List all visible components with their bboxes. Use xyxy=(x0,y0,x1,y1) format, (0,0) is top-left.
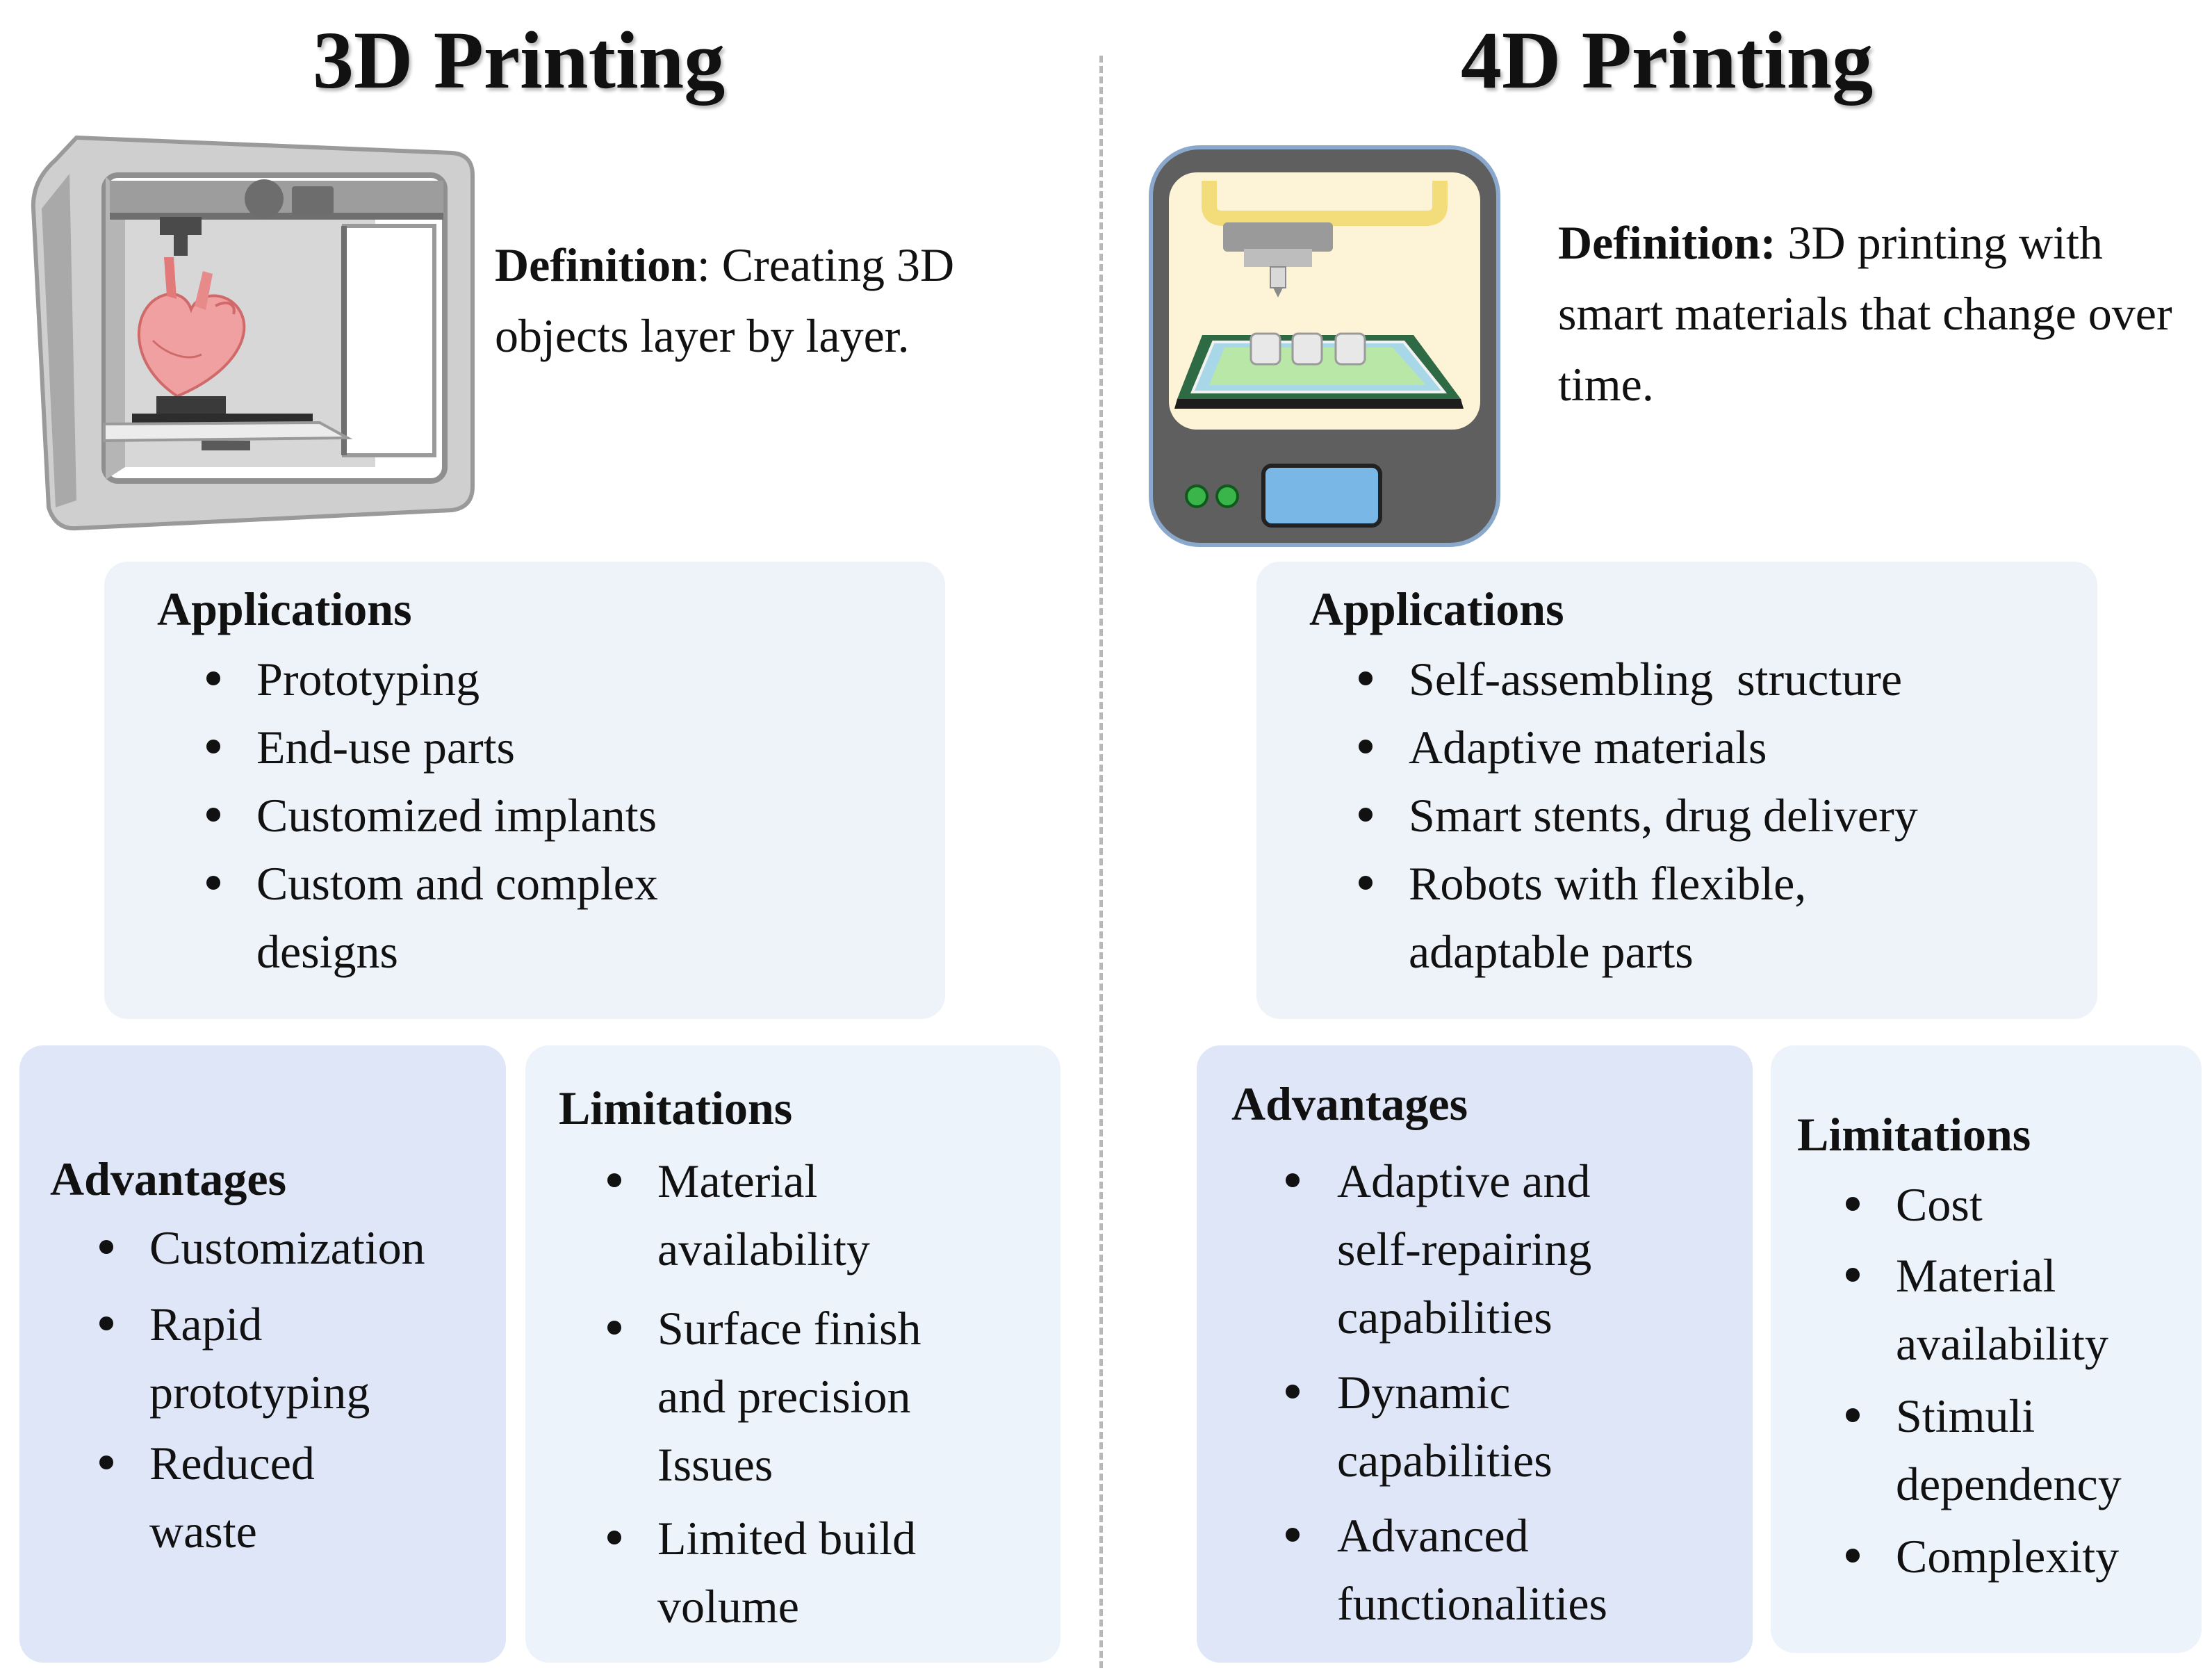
list-item: Customization xyxy=(99,1214,495,1282)
title-4d-printing: 4D Printing xyxy=(1461,15,1874,106)
advantages-list-3d: Customization Rapid prototyping Reduced … xyxy=(99,1214,495,1565)
list-item: Rapid prototyping xyxy=(99,1290,441,1426)
list-item: Dynamic capabilities xyxy=(1286,1358,1671,1494)
applications-list-4d: Self-assembling structure Adaptive mater… xyxy=(1359,645,2054,986)
list-item: Adaptive materials xyxy=(1359,713,2054,781)
definition-4d: Definition: 3D printing with smart mater… xyxy=(1558,207,2177,420)
definition-3d: Definition: Creating 3D objects layer by… xyxy=(495,229,1037,371)
applications-box-3d xyxy=(104,562,945,1019)
applications-title: Applications xyxy=(1309,582,1564,635)
definition-label: Definition: xyxy=(1558,216,1776,269)
definition-text: : Creating 3D objects layer by layer. xyxy=(495,238,955,362)
4d-printer-icon xyxy=(1147,145,1501,548)
list-item: End-use parts xyxy=(206,713,818,781)
advantages-list-4d: Adaptive and self-repairing capabilities… xyxy=(1286,1147,1730,1638)
definition-text: 3D printing with smart materials that ch… xyxy=(1558,216,2172,411)
limitations-box-4d xyxy=(1771,1045,2202,1653)
list-item: Smart stents, drug delivery xyxy=(1359,781,2054,849)
advantages-title: Advantages xyxy=(50,1152,287,1205)
limitations-list-3d: Material availability Surface finish and… xyxy=(607,1147,1024,1640)
definition-label: Definition xyxy=(495,238,697,291)
applications-title: Applications xyxy=(157,582,412,635)
advantages-box-4d xyxy=(1197,1045,1753,1663)
list-item: Reduced waste xyxy=(99,1429,379,1565)
list-item: Customized implants xyxy=(206,781,818,849)
list-item: Robots with flexible, adaptable parts xyxy=(1359,849,1909,986)
3d-printer-icon xyxy=(28,132,475,535)
limitations-title: Limitations xyxy=(559,1082,793,1134)
list-item: Material availability xyxy=(1846,1241,2174,1378)
center-divider xyxy=(1099,56,1103,1668)
list-item: Prototyping xyxy=(206,645,818,713)
limitations-list-4d: Cost Material availability Stimuli depen… xyxy=(1846,1171,2193,1590)
advantages-title: Advantages xyxy=(1231,1077,1468,1130)
limitations-title: Limitations xyxy=(1797,1108,2031,1161)
applications-list-3d: Prototyping End-use parts Customized imp… xyxy=(206,645,818,986)
list-item: Limited build volume xyxy=(607,1504,1019,1640)
list-item: Complexity xyxy=(1846,1522,2193,1590)
list-item: Adaptive and self-repairing capabilities xyxy=(1286,1147,1671,1351)
list-item: Surface finish and precision Issues xyxy=(607,1294,977,1499)
applications-box-4d xyxy=(1256,562,2097,1019)
list-item: Cost xyxy=(1846,1171,2193,1239)
list-item: Self-assembling structure xyxy=(1359,645,2054,713)
limitations-box-3d xyxy=(525,1045,1060,1663)
title-3d-printing: 3D Printing xyxy=(313,15,726,106)
list-item: Material availability xyxy=(607,1147,935,1283)
list-item: Advanced functionalities xyxy=(1286,1501,1685,1638)
list-item: Stimuli dependency xyxy=(1846,1382,2174,1518)
list-item: Custom and complex designs xyxy=(206,849,743,986)
advantages-box-3d xyxy=(19,1045,506,1663)
